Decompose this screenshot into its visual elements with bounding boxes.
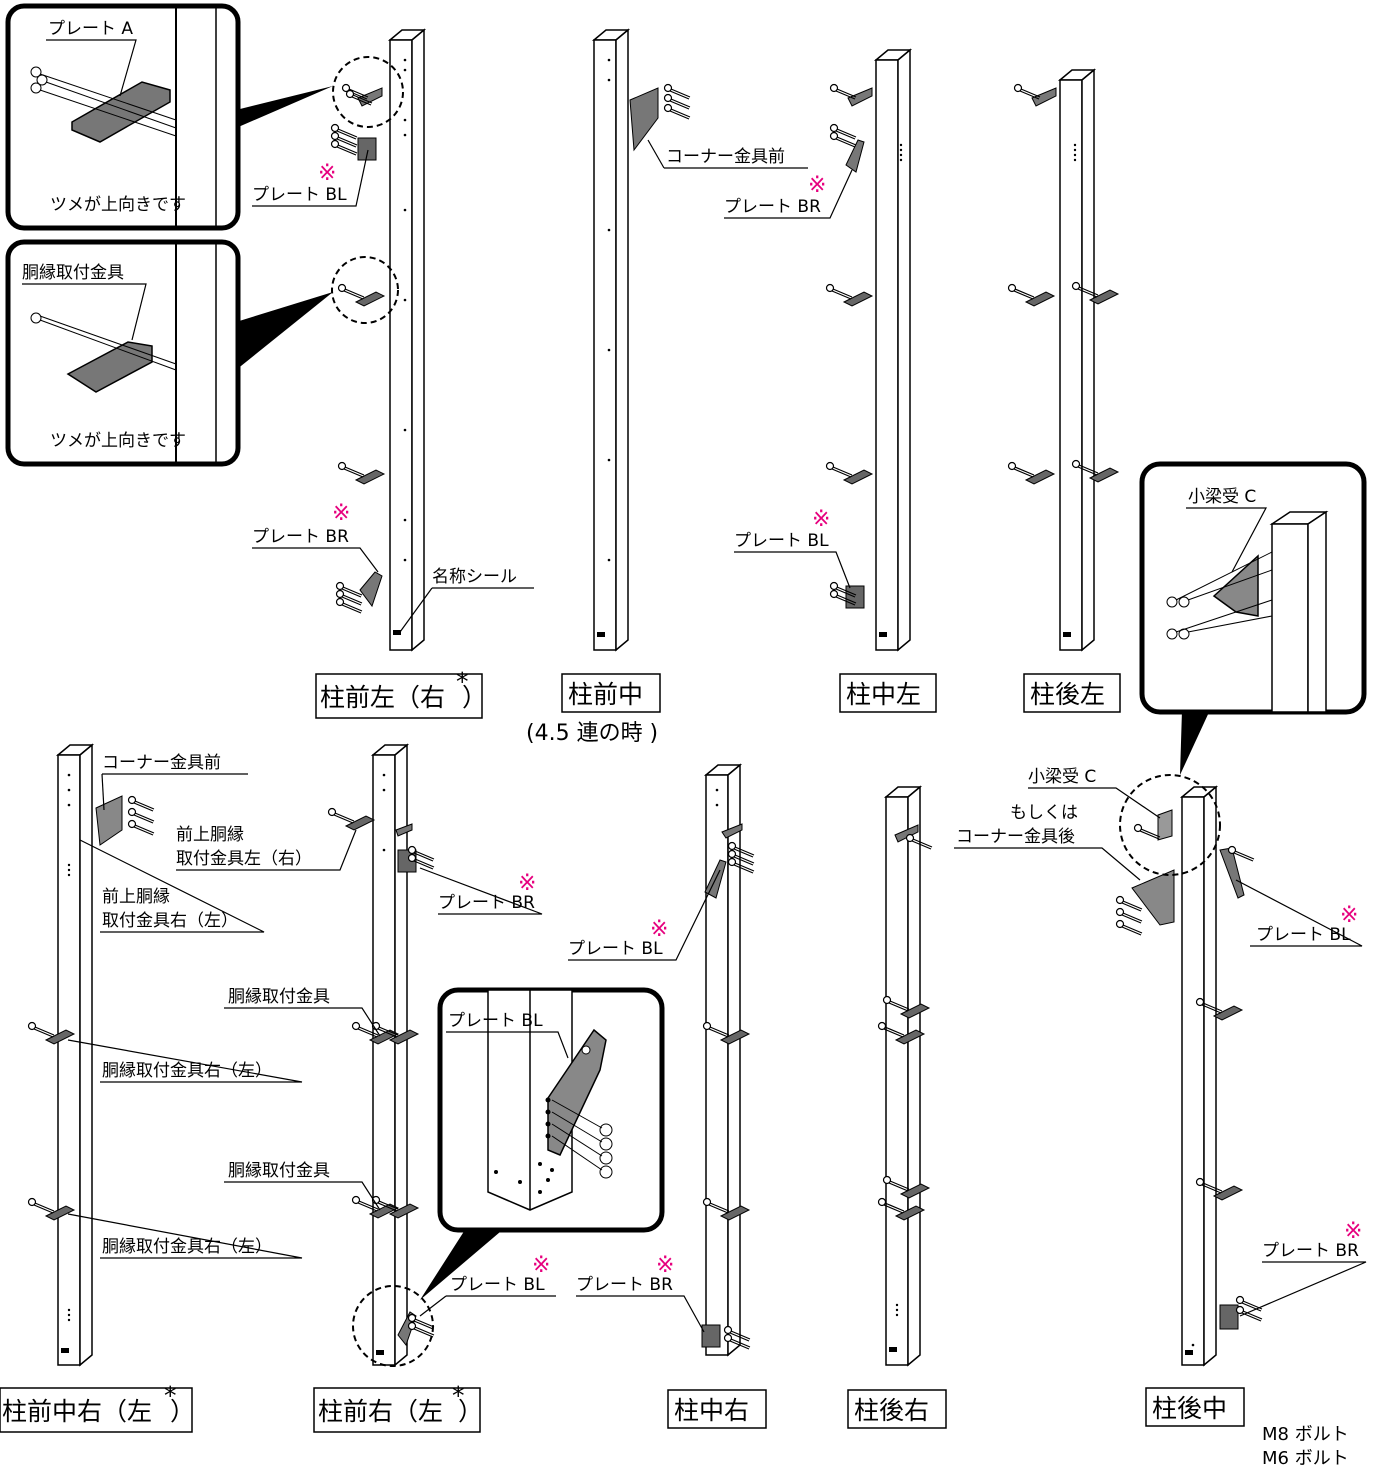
label-corner-front: コーナー金具前 <box>102 753 221 773</box>
inset-plate-bl <box>437 987 665 1233</box>
caption-front-left: 柱前左（右 * ） <box>315 667 487 719</box>
caption-center-right: 柱中右 <box>667 1389 767 1429</box>
label-or: もしくは <box>1010 803 1078 823</box>
inset-d-label: プレート BL <box>448 1011 543 1031</box>
inset-beam-bracket-c <box>1139 461 1367 715</box>
label-plate-bl: プレート BL <box>1256 925 1351 945</box>
svg-text:柱中右: 柱中右 <box>674 1396 749 1425</box>
kome-mark: ※ <box>808 173 826 198</box>
svg-text:）: ） <box>170 1397 195 1426</box>
legend-m8: M8 ボルト <box>1262 1424 1349 1445</box>
post-center-left <box>873 48 913 652</box>
post-center-right <box>703 763 743 1357</box>
inset-furring-bracket <box>5 239 241 467</box>
kome-mark: ※ <box>532 1253 550 1278</box>
post-holes <box>67 58 1195 1347</box>
caption-rear-left: 柱後左 <box>1023 673 1121 713</box>
inset-a-note: ツメが上向きです <box>50 195 186 215</box>
post-front-left <box>387 28 427 652</box>
label-plate-bl: プレート BL <box>252 185 347 205</box>
caption-front-center-right: 柱前中右（左 * ） <box>0 1381 195 1433</box>
label-front-upper-right: 取付金具右（左） <box>102 911 238 931</box>
inset-b-note: ツメが上向きです <box>50 431 186 451</box>
post-front-center <box>591 28 631 652</box>
label-plate-br: プレート BR <box>576 1275 673 1295</box>
caption-front-center-sub: (4.5 連の時 ) <box>526 721 658 746</box>
svg-text:柱後右: 柱後右 <box>854 1396 929 1425</box>
label-plate-br: プレート BR <box>438 893 535 913</box>
post-front-right <box>370 743 410 1367</box>
svg-text:*: * <box>452 1381 465 1410</box>
kome-mark: ※ <box>518 871 536 896</box>
label-plate-bl: プレート BL <box>568 939 663 959</box>
label-front-upper: 前上胴縁 <box>176 825 244 845</box>
label-plate-br: プレート BR <box>252 527 349 547</box>
svg-text:柱前右（左: 柱前右（左 <box>318 1397 443 1426</box>
svg-text:柱前中右（左: 柱前中右（左 <box>2 1397 152 1426</box>
kome-mark: ※ <box>1344 1219 1362 1244</box>
post-rear-left <box>1057 68 1097 652</box>
kome-mark: ※ <box>332 501 350 526</box>
label-plate-br: プレート BR <box>1262 1241 1359 1261</box>
label-beam-c: 小梁受 C <box>1028 767 1096 787</box>
svg-text:柱後中: 柱後中 <box>1152 1394 1227 1423</box>
svg-text:）: ） <box>462 683 487 712</box>
post-rear-center <box>1179 785 1219 1367</box>
caption-center-left: 柱中左 <box>839 673 937 713</box>
label-front-upper-left: 取付金具左（右） <box>176 849 312 869</box>
svg-text:*: * <box>456 667 469 696</box>
label-plate-bl: プレート BL <box>734 531 829 551</box>
legend-m6: M6 ボルト <box>1262 1448 1349 1469</box>
kome-mark: ※ <box>656 1253 674 1278</box>
inset-a-label: プレート A <box>48 19 133 39</box>
inset-b-label: 胴縁取付金具 <box>22 263 124 283</box>
label-front-upper: 前上胴縁 <box>102 887 170 907</box>
label-name-seal: 名称シール <box>432 567 517 587</box>
inset-c-label: 小梁受 C <box>1188 487 1256 507</box>
svg-text:）: ） <box>458 1397 483 1426</box>
caption-rear-center: 柱後中 <box>1145 1387 1245 1427</box>
svg-text:柱後左: 柱後左 <box>1030 680 1105 709</box>
label-furring-right-left: 胴縁取付金具右（左） <box>102 1237 272 1257</box>
caption-front-right: 柱前右（左 * ） <box>313 1381 483 1433</box>
svg-text:柱中左: 柱中左 <box>846 680 921 709</box>
post-front-center-right <box>55 743 95 1367</box>
brackets <box>29 83 1263 1350</box>
callout-pointers <box>236 86 1210 1300</box>
label-furring-bracket: 胴縁取付金具 <box>228 987 330 1007</box>
detail-circles <box>331 56 1221 1367</box>
label-plate-bl: プレート BL <box>450 1275 545 1295</box>
label-corner-front: コーナー金具前 <box>666 147 785 167</box>
kome-mark: ※ <box>650 917 668 942</box>
leader-lines <box>67 139 1367 1333</box>
svg-text:柱前中: 柱前中 <box>568 680 643 709</box>
kome-mark: ※ <box>1340 903 1358 928</box>
label-corner-rear: コーナー金具後 <box>956 827 1075 847</box>
inset-plate-a <box>5 3 241 231</box>
kome-mark: ※ <box>812 507 830 532</box>
caption-front-center: 柱前中 <box>561 673 661 713</box>
svg-text:*: * <box>164 1381 177 1410</box>
kome-mark: ※ <box>318 161 336 186</box>
post-rear-right <box>883 785 923 1367</box>
label-furring-bracket: 胴縁取付金具 <box>228 1161 330 1181</box>
caption-rear-right: 柱後右 <box>847 1389 947 1429</box>
label-furring-right-left: 胴縁取付金具右（左） <box>102 1061 272 1081</box>
svg-text:柱前左（右: 柱前左（右 <box>320 683 445 712</box>
label-plate-br: プレート BR <box>724 197 821 217</box>
